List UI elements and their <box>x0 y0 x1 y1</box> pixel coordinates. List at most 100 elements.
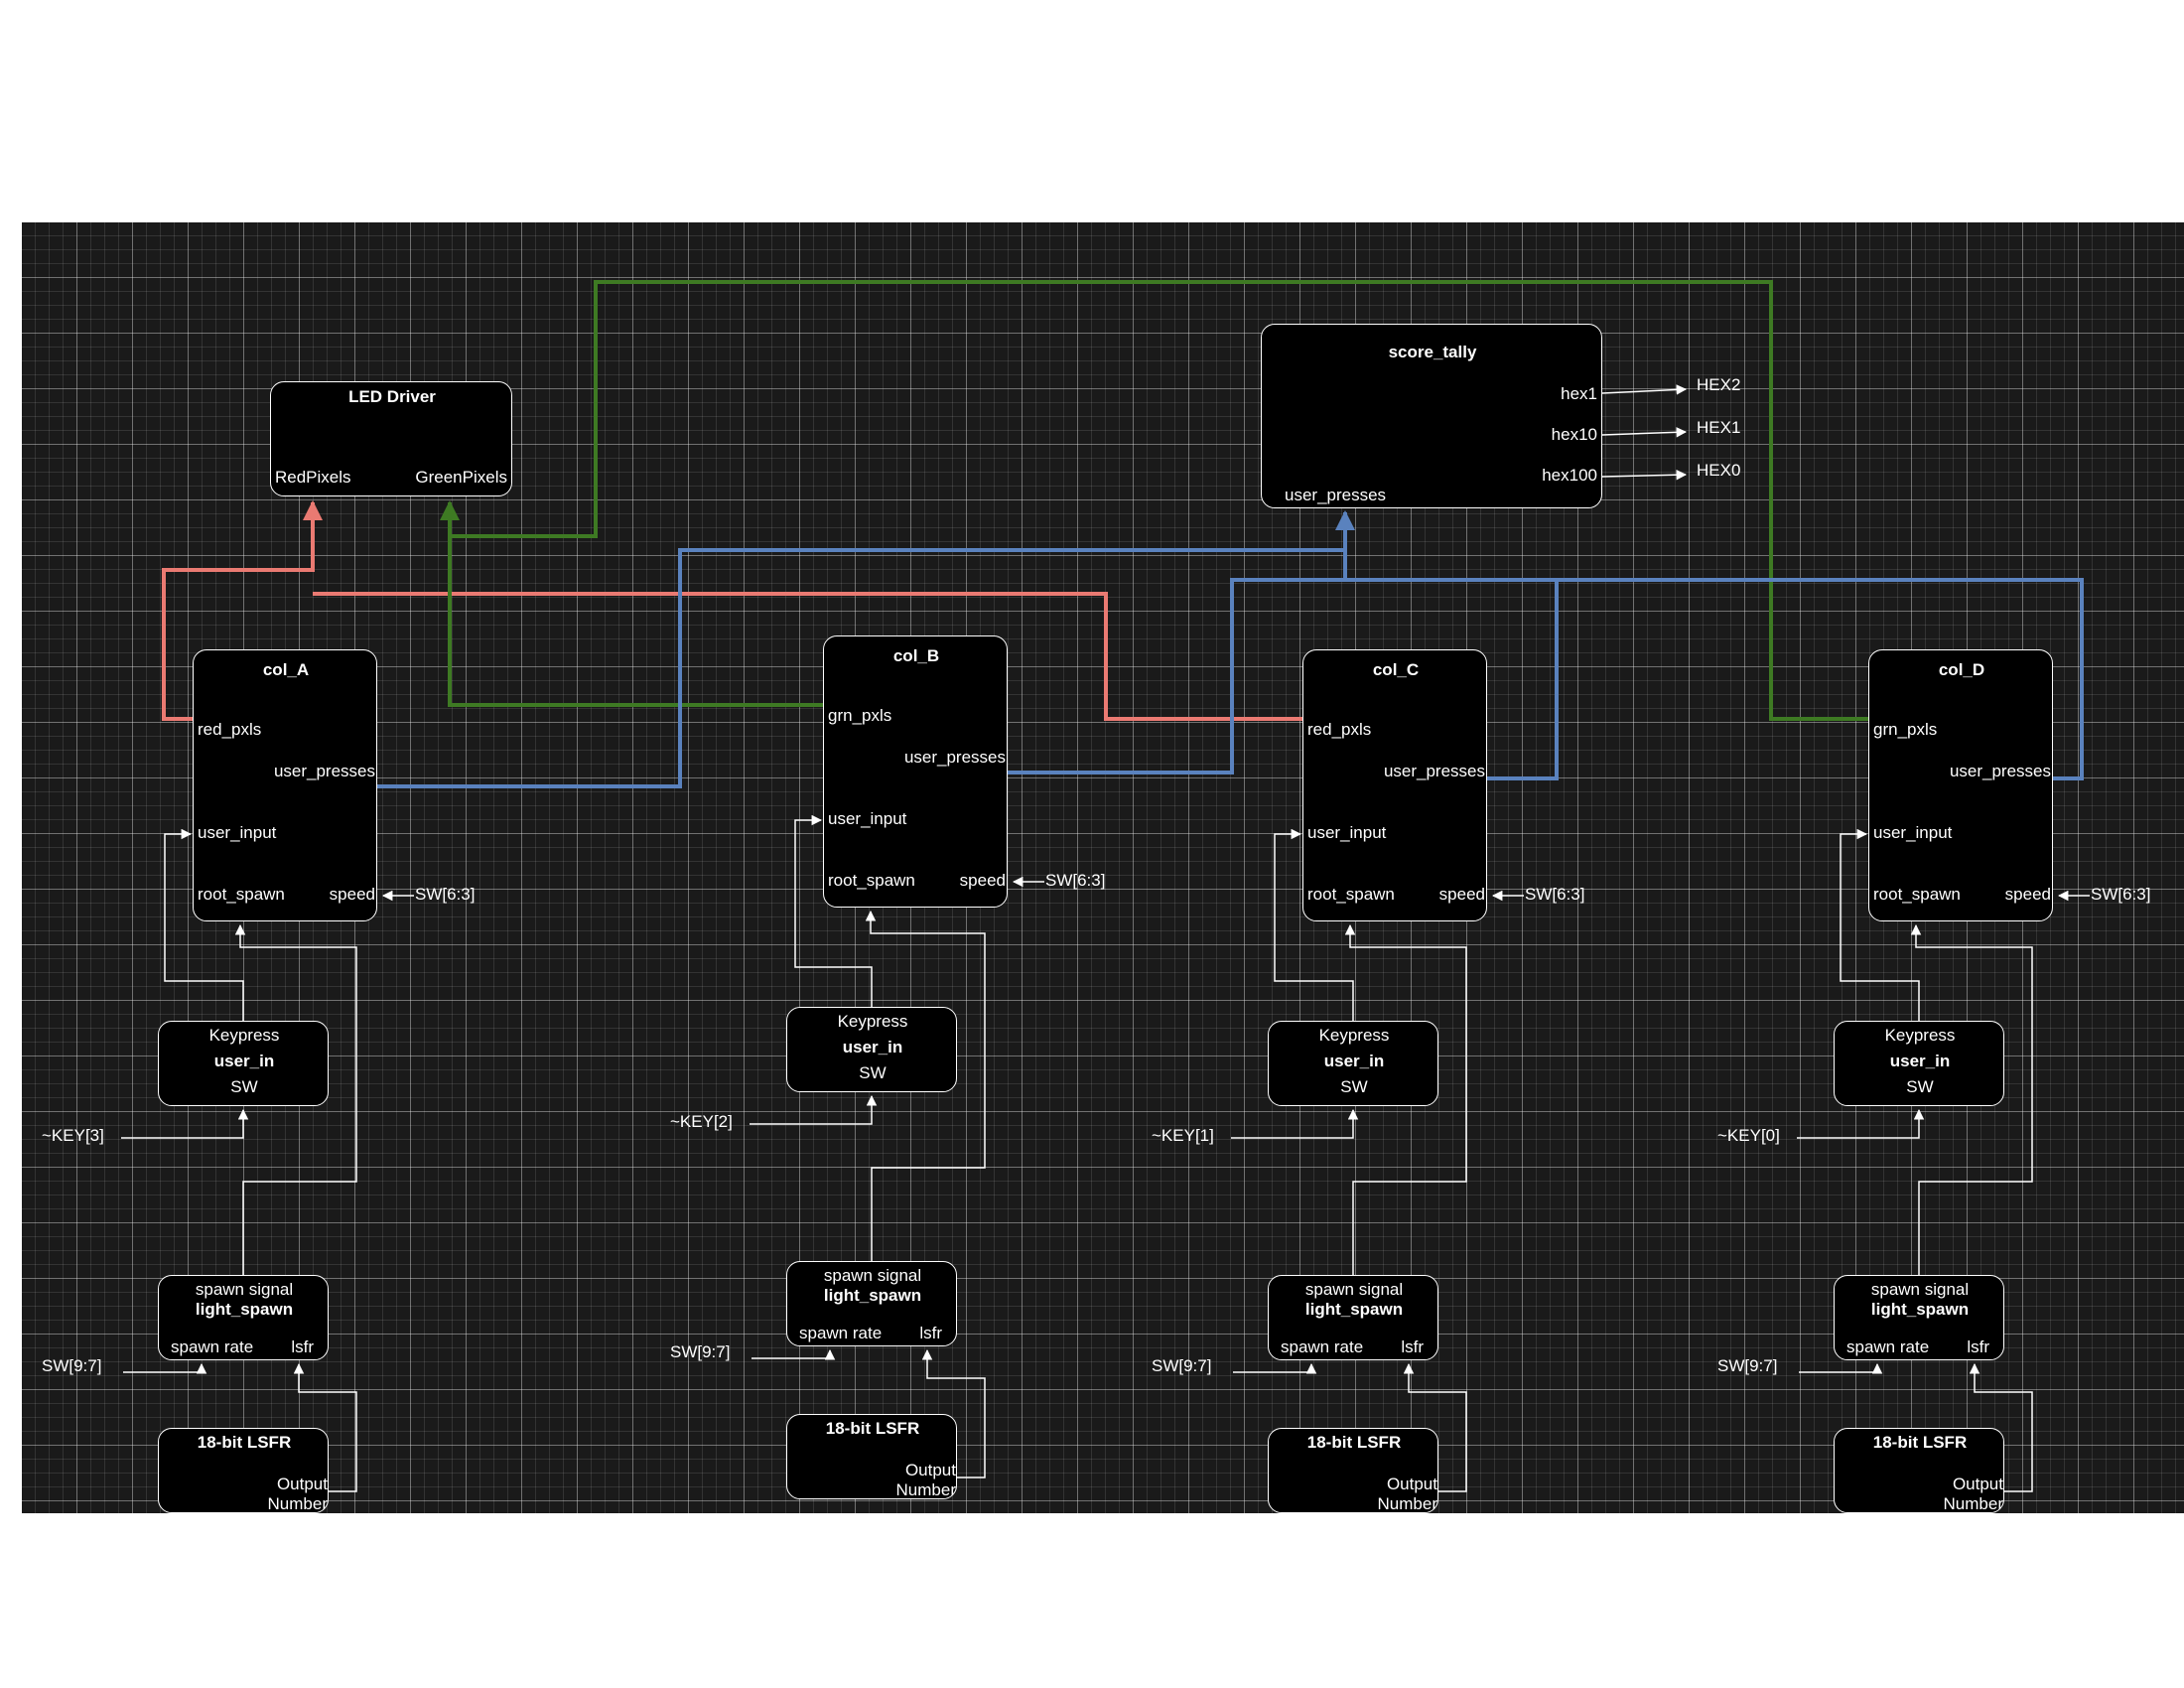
col-c-presses-port: user_presses <box>1383 762 1485 780</box>
col-d-light-spawn-label: light_spawn <box>1870 1300 1970 1319</box>
col-c-spawn-port: root_spawn <box>1307 885 1395 904</box>
col-d-pixel-port: grn_pxls <box>1873 720 1938 739</box>
col-c-title: col_C <box>1372 660 1420 679</box>
col-d-lsfr-title: 18-bit LSFR <box>1872 1433 1968 1452</box>
col-c-input-port: user_input <box>1307 823 1387 842</box>
col-b-lsfr-port: lsfr <box>919 1324 942 1342</box>
col-d-spawn-wire <box>1910 923 2033 1275</box>
hex1-label: HEX1 <box>1697 418 1741 437</box>
col-d-keypress-label: Keypress <box>1884 1026 1956 1045</box>
col-d-sw-port: SW <box>1906 1077 1934 1096</box>
green-pixels-port: GreenPixels <box>415 468 507 487</box>
green-wire-col-d <box>450 280 1868 721</box>
col-d-lsfr-out1: Output <box>1952 1475 2003 1493</box>
col-a-lsfr-title: 18-bit LSFR <box>197 1433 292 1452</box>
col-c-rate-signal: SW[9:7] <box>1152 1356 1212 1375</box>
col-b-user-input-wire <box>794 814 873 1007</box>
col-c-block[interactable]: col_C red_pxls user_presses user_input root_… <box>1302 649 1487 921</box>
hex100-port: hex100 <box>1542 466 1597 485</box>
col-a-pixel-port: red_pxls <box>198 720 262 739</box>
col-b-input-port: user_input <box>828 809 907 828</box>
col-a-lsfr-out2: Number <box>267 1494 328 1513</box>
col-a-sw-port: SW <box>230 1077 258 1096</box>
col-a-speed-port: speed <box>329 885 375 904</box>
col-b-lsfr-out1: Output <box>904 1461 956 1479</box>
red-wire-col-a <box>162 500 323 721</box>
col-d-title: col_D <box>1938 660 1985 679</box>
col-a-spawn-port: root_spawn <box>198 885 285 904</box>
col-c-speed-port: speed <box>1438 885 1485 904</box>
led-driver-block[interactable]: LED Driver RedPixels GreenPixels <box>270 381 512 496</box>
col-d-rate-wire <box>1799 1362 1883 1374</box>
col-d-lsfr-wire <box>1969 1362 2033 1492</box>
col-a-input-port: user_input <box>198 823 277 842</box>
col-c-light-spawn-label: light_spawn <box>1304 1300 1404 1319</box>
diagram-canvas: LED Driver RedPixels GreenPixels score_t… <box>22 222 2184 1513</box>
col-b-title: col_B <box>892 646 940 665</box>
blue-wire-col-b <box>1005 578 2084 780</box>
blue-wire-col-c <box>1343 550 1559 780</box>
col-b-spawn-rate-port: spawn rate <box>799 1324 883 1342</box>
col-c-spawn-rate-port: spawn rate <box>1281 1337 1364 1356</box>
red-wire-col-c <box>313 592 1302 721</box>
col-b-key-signal: ~KEY[2] <box>670 1112 733 1131</box>
blue-wire-col-a <box>377 510 1355 788</box>
col-b-key-wire <box>750 1094 878 1125</box>
col-a-lsfr-wire <box>293 1362 357 1492</box>
hex-out-wire-0 <box>1601 384 1688 395</box>
col-d-key-wire <box>1797 1108 1925 1139</box>
col-c-user-in-label: user_in <box>1323 1052 1385 1070</box>
col-b-spawn-wire <box>865 910 986 1261</box>
col-c-keypress-label: Keypress <box>1318 1026 1390 1045</box>
col-c-spawn-wire <box>1344 923 1467 1275</box>
col-a-spawn-rate-port: spawn rate <box>171 1337 254 1356</box>
col-c-rate-wire <box>1233 1362 1317 1374</box>
score-tally-block[interactable]: score_tally hex1 hex10 hex100 user_press… <box>1261 324 1602 508</box>
col-c-lsfr-out1: Output <box>1386 1475 1437 1493</box>
hex-out-wire-2 <box>1601 469 1688 481</box>
col-a-key-wire <box>121 1108 249 1139</box>
col-d-presses-port: user_presses <box>1949 762 2051 780</box>
col-b-user-in-label: user_in <box>842 1038 903 1056</box>
col-d-spawn-rate-port: spawn rate <box>1846 1337 1930 1356</box>
col-c-pixel-port: red_pxls <box>1307 720 1372 739</box>
col-a-rate-signal: SW[9:7] <box>42 1356 102 1375</box>
hex-out-wire-1 <box>1601 427 1688 438</box>
col-d-spawn-signal-label: spawn signal <box>1870 1280 1970 1299</box>
col-a-lsfr-port: lsfr <box>291 1337 314 1356</box>
col-d-spawn-port: root_spawn <box>1873 885 1961 904</box>
col-b-spawn-port: root_spawn <box>828 871 915 890</box>
col-a-key-signal: ~KEY[3] <box>42 1126 104 1145</box>
col-b-sw-port: SW <box>859 1063 887 1082</box>
col-a-rate-wire <box>123 1362 207 1374</box>
hex10-port: hex10 <box>1551 425 1597 444</box>
col-d-rate-signal: SW[9:7] <box>1717 1356 1778 1375</box>
col-c-lsfr-wire <box>1403 1362 1467 1492</box>
col-b-rate-signal: SW[9:7] <box>670 1342 731 1361</box>
col-a-speed-signal: SW[6:3] <box>415 885 476 904</box>
col-a-user-input-wire <box>164 828 244 1021</box>
col-a-spawn-signal-label: spawn signal <box>195 1280 294 1299</box>
score-tally-title: score_tally <box>1388 343 1477 361</box>
col-d-user-input-wire <box>1840 828 1920 1021</box>
col-d-user-in-label: user_in <box>1889 1052 1951 1070</box>
red-pixels-port: RedPixels <box>275 468 351 487</box>
col-d-lsfr-out2: Number <box>1943 1494 2003 1513</box>
col-b-pixel-port: grn_pxls <box>828 706 892 725</box>
col-b-lsfr-wire <box>921 1348 986 1478</box>
